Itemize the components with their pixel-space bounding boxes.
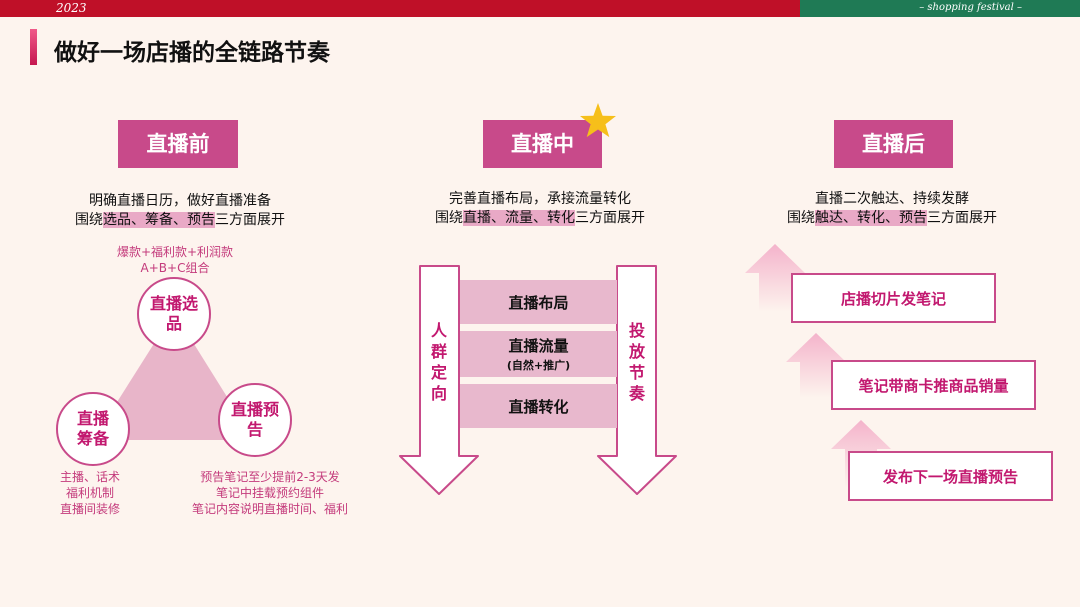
preview-note: 笔记中挂载预约组件 [215, 486, 324, 500]
stage-during-header: 直播中 [483, 120, 602, 168]
desc-text: 围绕 [75, 212, 103, 228]
stage-after-desc-line1: 直播二次触达、持续发酵 [815, 191, 969, 207]
ad-rhythm-label: 投 放 节 奏 [627, 320, 647, 404]
product-note-line: A+B+C组合 [140, 261, 210, 275]
stage-before-desc-line2: 围绕选品、筹备、预告三方面展开 [40, 211, 320, 230]
desc-text: 围绕 [787, 210, 815, 226]
desc-highlight: 直播、流量、转化 [463, 210, 575, 226]
top-bar: 2023 – shopping festival – [0, 0, 1080, 17]
circle-text: 直播选 [149, 294, 198, 313]
circle-text: 直播 [76, 409, 109, 428]
preview-note: 笔记内容说明直播时间、福利 [191, 502, 348, 516]
desc-highlight: 选品、筹备、预告 [103, 212, 215, 228]
band-live-layout: 直播布局 [460, 280, 617, 324]
stage-before-header: 直播前 [118, 120, 238, 168]
product-note-line: 爆款+福利款+利润款 [116, 245, 234, 259]
circle-text: 品 [165, 314, 182, 333]
vchar: 节 [628, 363, 645, 382]
vchar: 人 [430, 321, 447, 340]
vchar: 奏 [628, 384, 645, 403]
band-live-conversion: 直播转化 [460, 384, 617, 428]
stage-after-desc-line2: 围绕触达、转化、预告三方面展开 [752, 209, 1032, 228]
preview-note: 预告笔记至少提前2-3天发 [200, 470, 340, 484]
stage-after-header: 直播后 [834, 120, 953, 168]
desc-text: 三方面展开 [215, 212, 285, 228]
year-label: 2023 [56, 1, 87, 15]
band-live-traffic: 直播流量 (自然+推广) [460, 331, 617, 377]
circle-preparation: 直播筹备 [56, 392, 130, 466]
circle-text: 直播预 [230, 400, 279, 419]
product-mix-note: 爆款+福利款+利润款 A+B+C组合 [80, 244, 270, 276]
vchar: 定 [430, 363, 447, 382]
after-step-product-card: 笔记带商卡推商品销量 [831, 360, 1036, 410]
crowd-targeting-label: 人 群 定 向 [429, 320, 449, 404]
prep-note: 福利机制 [65, 486, 114, 500]
top-bar-green [800, 0, 1080, 17]
circle-product-selection: 直播选品 [137, 277, 211, 351]
stage-before-desc-line1: 明确直播日历，做好直播准备 [89, 193, 271, 209]
band-label: 直播布局 [508, 293, 569, 312]
title-accent-bar [30, 29, 37, 65]
circle-text: 告 [246, 420, 263, 439]
stage-during-desc: 完善直播布局，承接流量转化 围绕直播、流量、转化三方面展开 [400, 190, 680, 228]
prep-note: 直播间装修 [59, 502, 120, 516]
vchar: 放 [628, 342, 645, 361]
desc-text: 三方面展开 [575, 210, 645, 226]
page-title: 做好一场店播的全链路节奏 [54, 40, 330, 66]
top-bar-red [0, 0, 800, 17]
up-arrow-icon [745, 244, 805, 312]
after-step-next-preview: 发布下一场直播预告 [848, 451, 1053, 501]
vchar: 向 [430, 384, 447, 403]
star-icon [580, 103, 616, 138]
desc-text: 三方面展开 [927, 210, 997, 226]
right-down-arrow [597, 265, 677, 495]
desc-highlight: 触达、转化、预告 [815, 210, 927, 226]
preview-notes: 预告笔记至少提前2-3天发 笔记中挂载预约组件 笔记内容说明直播时间、福利 [160, 469, 380, 517]
prep-note: 主播、话术 [59, 470, 120, 484]
festival-label: – shopping festival – [919, 2, 1022, 13]
stage-during-desc-line1: 完善直播布局，承接流量转化 [449, 191, 631, 207]
preparation-notes: 主播、话术 福利机制 直播间装修 [30, 469, 150, 517]
band-label: 直播转化 [508, 397, 569, 416]
stage-during-desc-line2: 围绕直播、流量、转化三方面展开 [400, 209, 680, 228]
band-label: 直播流量 [508, 337, 569, 355]
vchar: 投 [628, 321, 645, 340]
left-down-arrow [399, 265, 479, 495]
stage-before-desc: 明确直播日历，做好直播准备 围绕选品、筹备、预告三方面展开 [40, 192, 320, 230]
after-step-clip-notes: 店播切片发笔记 [791, 273, 996, 323]
band-sublabel: (自然+推广) [506, 359, 571, 372]
vchar: 群 [430, 342, 447, 361]
circle-text: 筹备 [76, 429, 109, 448]
stage-after-desc: 直播二次触达、持续发酵 围绕触达、转化、预告三方面展开 [752, 190, 1032, 228]
desc-text: 围绕 [435, 210, 463, 226]
circle-preview: 直播预告 [218, 383, 292, 457]
